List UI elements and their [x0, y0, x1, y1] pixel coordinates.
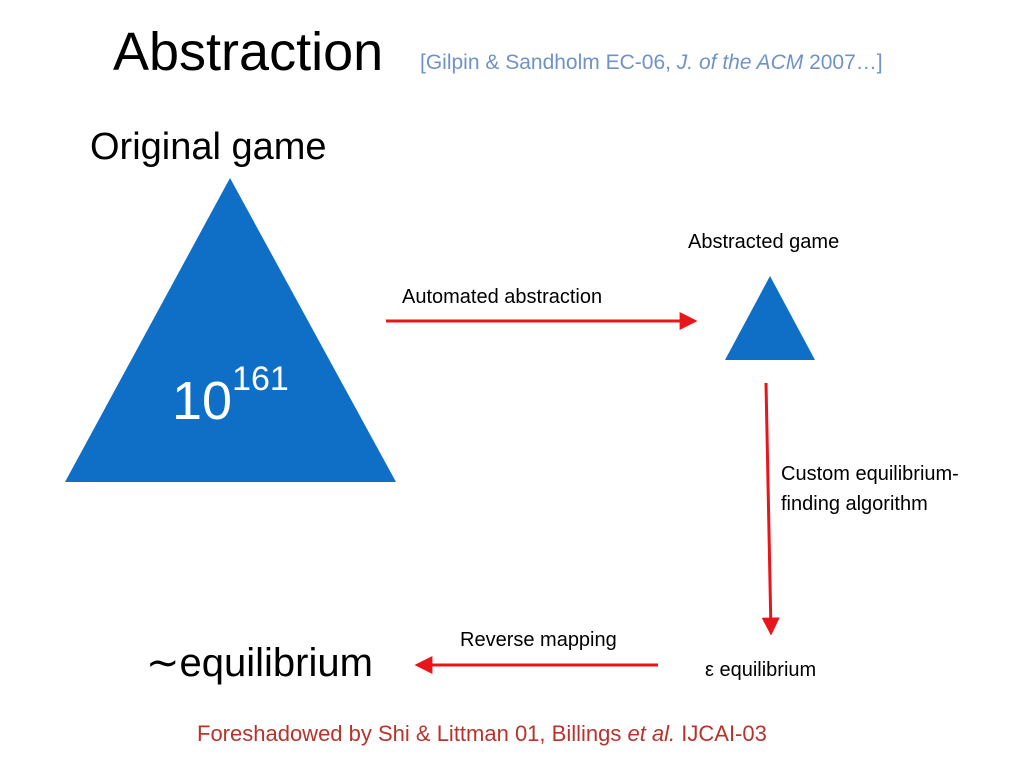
custom-algorithm-arrow: [761, 382, 780, 636]
footer-note: Foreshadowed by Shi & Littman 01, Billin…: [197, 720, 767, 748]
custom-algorithm-label: Custom equilibrium-finding algorithm: [781, 463, 959, 515]
original-game-label: Original game: [90, 126, 327, 168]
automated-abstraction-label: Automated abstraction: [402, 286, 603, 308]
footer-prefix: Foreshadowed by Shi & Littman 01, Billin…: [197, 721, 628, 746]
citation: [Gilpin & Sandholm EC-06, J. of the ACM …: [420, 50, 883, 76]
reverse-mapping-label: Reverse mapping: [460, 629, 617, 651]
epsilon-equilibrium-label: ε equilibrium: [705, 659, 817, 681]
game-size-label: 10161: [172, 362, 289, 434]
citation-journal: J. of the ACM: [676, 51, 804, 74]
footer-suffix: IJCAI-03: [675, 721, 767, 746]
original-game-triangle: [65, 178, 396, 482]
abstracted-game-triangle: [725, 276, 815, 360]
slide-title: Abstraction: [113, 22, 384, 82]
footer-italic: et al.: [627, 721, 676, 746]
game-size-base: 10: [172, 371, 233, 431]
game-size-exponent: 161: [232, 360, 289, 398]
approx-equilibrium-label: ∼equilibrium: [146, 641, 373, 685]
abstracted-game-label: Abstracted game: [688, 231, 840, 253]
citation-suffix: 2007…]: [803, 51, 883, 74]
citation-prefix: [Gilpin & Sandholm EC-06,: [420, 51, 677, 74]
